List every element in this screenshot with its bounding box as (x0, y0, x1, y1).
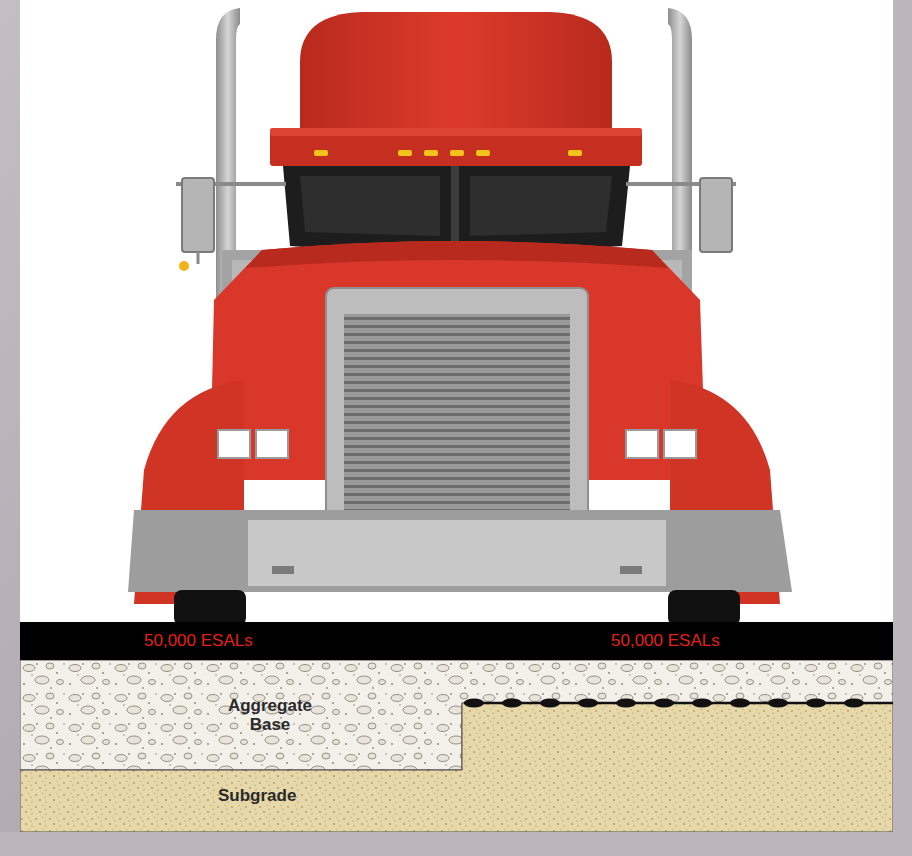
geotextile-bead (540, 699, 560, 708)
geotextile-line (464, 702, 893, 705)
marker-light (476, 150, 490, 156)
hood-edge (246, 241, 668, 268)
marker-light (424, 150, 438, 156)
bumper-slot (272, 566, 294, 574)
grille (344, 314, 570, 528)
mirror-stem (197, 252, 200, 264)
marker-light (450, 150, 464, 156)
mirror-light (179, 261, 189, 271)
windshield-pane (300, 176, 440, 236)
geotextile-bead (730, 699, 750, 708)
load-label: 50,000 ESALs (144, 631, 304, 651)
geotextile-bead (578, 699, 598, 708)
subgrade-layer: Subgrade (20, 660, 893, 832)
ground-backdrop (20, 660, 893, 832)
side-mirror (700, 178, 732, 252)
windshield-divider (451, 166, 459, 252)
bumper (128, 510, 792, 592)
windshield (283, 166, 630, 253)
layer-label: Subgrade (218, 786, 318, 806)
bumper-slot (620, 566, 642, 574)
layer-outline (20, 660, 893, 832)
headlight (626, 430, 658, 458)
tire (174, 590, 246, 626)
headlight (664, 430, 696, 458)
geotextile-bead (692, 699, 712, 708)
windshield-pane (470, 176, 612, 236)
layer-label: Aggregate Base (216, 696, 324, 734)
tire (668, 590, 740, 626)
pavement-band: 50,000 ESALs 50,000 ESALs (20, 622, 893, 660)
layer-fill (20, 703, 893, 832)
bumper-center (248, 520, 666, 586)
marker-light (568, 150, 582, 156)
geotextile-bead (654, 699, 674, 708)
load-label: 50,000 ESALs (611, 631, 771, 651)
geotextile-bead (616, 699, 636, 708)
white-panel (20, 0, 893, 624)
side-mirror (182, 178, 214, 252)
visor-highlight (270, 128, 642, 136)
sun-visor (270, 128, 642, 166)
frame-edge (893, 0, 912, 856)
geotextile-bead (844, 699, 864, 708)
headlight (218, 430, 250, 458)
marker-light (314, 150, 328, 156)
geotextile-bead (464, 699, 484, 708)
geotextile-bead (502, 699, 522, 708)
geotextile-bead (768, 699, 788, 708)
geotextile-bead (806, 699, 826, 708)
frame-edge (0, 832, 912, 856)
marker-light (398, 150, 412, 156)
headlight (256, 430, 288, 458)
